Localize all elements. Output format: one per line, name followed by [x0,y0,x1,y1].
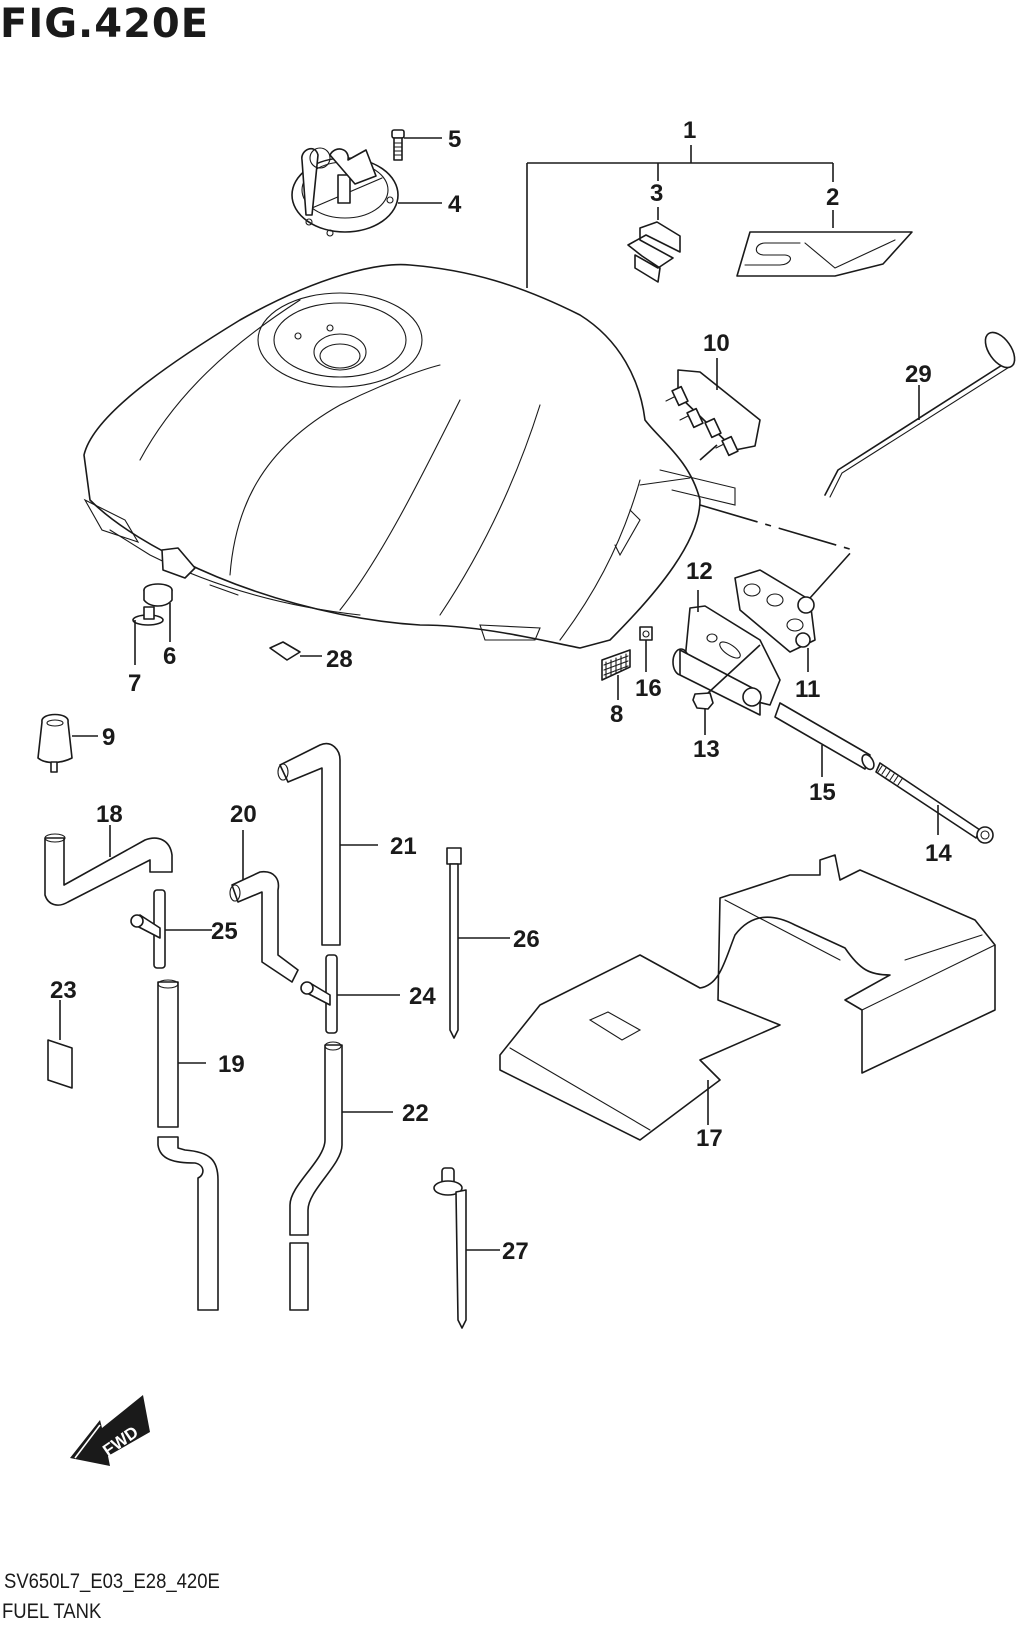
callout-25[interactable]: 25 [211,918,238,945]
hose-22[interactable] [289,1041,343,1311]
fuel-pump-plate[interactable] [665,369,761,457]
bushing[interactable] [692,692,714,710]
callout-21[interactable]: 21 [390,833,417,860]
forward-direction-arrow: FWD [70,1395,150,1466]
figure-code: SV650L7_E03_E28_420E [4,1570,220,1593]
callout-27[interactable]: 27 [502,1238,529,1265]
callout-23[interactable]: 23 [50,977,77,1004]
callout-29[interactable]: 29 [905,361,932,388]
callout-10[interactable]: 10 [703,330,730,357]
breather-hose[interactable] [44,833,173,906]
cushion[interactable] [143,583,173,607]
cable-tie[interactable] [446,847,462,1039]
callout-5[interactable]: 5 [448,126,461,153]
cap-screw[interactable] [391,129,405,161]
callout-1[interactable]: 1 [683,117,696,144]
callout-20[interactable]: 20 [230,801,257,828]
prop-rod[interactable] [824,327,1020,498]
figure-title: FIG.420E [0,1,210,47]
hinge-bracket[interactable] [734,569,816,653]
callout-8[interactable]: 8 [610,701,623,728]
drain-hose[interactable] [157,979,219,1311]
figure-name: FUEL TANK [2,1600,102,1623]
collar[interactable] [774,702,876,771]
nut[interactable] [639,626,653,641]
heat-shield-plate[interactable] [499,854,996,1141]
t-joint-25[interactable] [130,889,166,969]
label-sticker[interactable] [269,641,301,661]
suzuki-s-emblem[interactable] [627,221,681,283]
callout-labels: 1 2 3 4 5 6 7 8 9 10 11 12 13 14 15 16 1… [50,117,952,1265]
sv-emblem[interactable] [736,231,913,277]
mesh-pad[interactable] [601,649,631,681]
callout-26[interactable]: 26 [513,926,540,953]
callout-4[interactable]: 4 [448,191,462,218]
callout-19[interactable]: 19 [218,1051,245,1078]
leader-part-1 [526,145,834,288]
callout-3[interactable]: 3 [650,180,663,207]
callout-9[interactable]: 9 [102,724,115,751]
callout-2[interactable]: 2 [826,184,839,211]
callout-13[interactable]: 13 [693,736,720,763]
leader-part-13-align [707,644,761,694]
callout-7[interactable]: 7 [128,670,141,697]
callout-11[interactable]: 11 [795,676,820,703]
callout-17[interactable]: 17 [696,1125,723,1152]
spacer-washer[interactable] [132,606,164,626]
callout-16[interactable]: 16 [635,675,662,702]
clamp-with-bolt[interactable] [433,1167,467,1329]
callout-14[interactable]: 14 [925,840,952,867]
hose-20[interactable] [229,870,299,983]
pad[interactable] [47,1039,73,1089]
t-joint-24[interactable] [300,954,338,1034]
hinge-bolt[interactable] [875,762,994,844]
hose-21[interactable] [277,742,341,946]
callout-18[interactable]: 18 [96,801,123,828]
leader-tank-hinge [699,504,855,599]
callout-12[interactable]: 12 [686,558,713,585]
callout-22[interactable]: 22 [402,1100,429,1127]
fuel-cap-with-keys[interactable] [291,147,399,237]
rubber-cushion[interactable] [37,713,73,773]
fuel-tank[interactable] [83,263,736,649]
leader-part-10-tank [699,444,718,461]
callout-24[interactable]: 24 [409,983,436,1010]
callout-28[interactable]: 28 [326,646,353,673]
callout-15[interactable]: 15 [809,779,836,806]
callout-6[interactable]: 6 [163,643,176,670]
